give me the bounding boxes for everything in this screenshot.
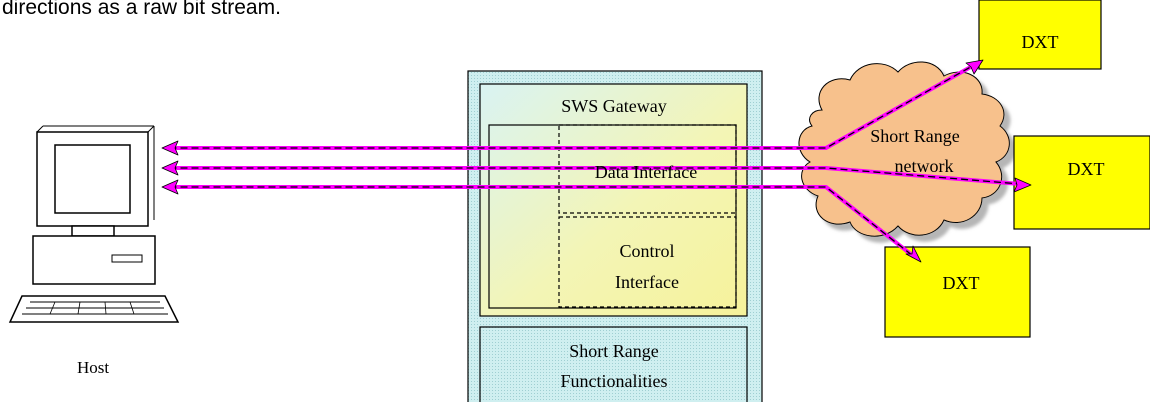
short-range-network-cloud (798, 61, 1010, 237)
data-interface-label: Data Interface (595, 162, 697, 182)
dxt-device-1 (978, 0, 1102, 70)
arrowhead-right-3 (905, 245, 922, 263)
arrowhead-left-1 (161, 140, 179, 156)
dxt-device-2 (1013, 135, 1150, 230)
host-computer-icon (8, 125, 180, 323)
host-label: Host (77, 358, 109, 377)
gateway-stack (467, 70, 763, 402)
control-interface-label-1: Control (619, 241, 674, 261)
functionalities-label-1: Short Range (569, 341, 659, 361)
arrowhead-right-2 (1013, 177, 1032, 193)
functionalities-label-2: Functionalities (561, 371, 668, 391)
sws-gateway-box (479, 83, 748, 317)
dxt-device-1-label: DXT (1022, 32, 1059, 52)
arrowhead-left-3 (161, 179, 179, 195)
short-range-functionalities-box (479, 326, 748, 402)
dxt-device-3 (884, 246, 1031, 338)
control-interface-label-2: Interface (615, 272, 679, 292)
dxt-device-3-label: DXT (943, 273, 980, 293)
network-label-1: Short Range (870, 126, 960, 146)
arrowhead-right-1 (965, 59, 984, 75)
intro-text-line: directions as a raw bit stream. (2, 0, 281, 19)
gateway-title: SWS Gateway (561, 96, 666, 116)
data-links (161, 59, 1032, 263)
arrowhead-left-2 (161, 160, 179, 176)
network-label-2: network (895, 156, 954, 176)
dxt-device-2-label: DXT (1068, 159, 1105, 179)
